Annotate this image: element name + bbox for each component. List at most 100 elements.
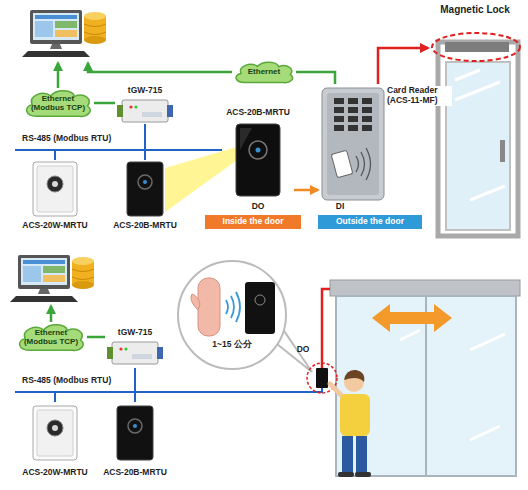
door-frame (438, 42, 518, 236)
do-wire (322, 289, 330, 368)
gateway-device (117, 100, 173, 122)
connector (378, 48, 428, 84)
sensor-ring (255, 295, 265, 305)
device-label: ACS-20B-MRTU (226, 108, 290, 118)
sensing-beam (165, 146, 240, 212)
person-shoe (355, 472, 371, 477)
magnetic-lock: Magnetic Lock (428, 4, 522, 64)
gateway-box: tGW-715 (105, 328, 165, 368)
sensor-plate (236, 124, 280, 196)
connector (145, 124, 222, 150)
network-label: Ethernet (248, 67, 280, 76)
key (362, 116, 372, 122)
zoom-bubble (178, 261, 286, 369)
device-label: Magnetic Lock (440, 4, 509, 16)
distance-note: 1~15 公分 (212, 340, 252, 350)
key (348, 98, 358, 104)
door-header (330, 280, 520, 296)
sensor-dot (256, 148, 261, 153)
person-hair (344, 370, 364, 382)
black-sensor (127, 162, 163, 216)
signal-name: DO (297, 345, 310, 355)
device-label: tGW-715 (118, 328, 152, 338)
cloud-shape (27, 91, 91, 117)
bus-label: RS-485 (Modbus RTU) (22, 134, 111, 144)
computer-icon (10, 255, 94, 302)
sensor-device: ACS-20B-MRTU (105, 160, 185, 231)
device-label: Card Reader (ACS-11-MF) (386, 86, 452, 106)
card-reader: Card Reader (ACS-11-MF) (318, 84, 452, 202)
slide-arrow (372, 304, 452, 332)
key (334, 116, 344, 122)
connector (294, 189, 318, 192)
key (334, 98, 344, 104)
network-cloud: Ethernet (Modbus TCP) (15, 322, 87, 352)
rs485-bus (15, 149, 55, 151)
key (348, 125, 358, 131)
rf-waves (356, 148, 371, 180)
ethernet-line (88, 63, 232, 72)
key (334, 107, 344, 113)
gateway-box: tGW-715 (115, 86, 175, 124)
person-shirt (340, 394, 370, 436)
reader-face (327, 93, 379, 195)
hand (198, 278, 220, 336)
person-shoe (338, 472, 354, 477)
door-glass (446, 62, 510, 230)
keypad (334, 98, 372, 131)
key (362, 125, 372, 131)
key (362, 98, 372, 104)
thumb (191, 294, 200, 310)
device-label: tGW-715 (128, 86, 162, 96)
connector (94, 102, 115, 105)
network-label: Ethernet (Modbus TCP) (22, 328, 80, 346)
sensor-device: ACS-20W-MRTU (15, 402, 95, 478)
gateway-device (107, 342, 163, 364)
connector (296, 72, 335, 84)
person-leg (342, 436, 353, 474)
sensor-device: ACS-20B-MRTU (95, 402, 175, 478)
card-icon (331, 150, 353, 177)
side-band: Inside the door (205, 215, 301, 229)
network-label: Ethernet (Modbus TCP) (29, 94, 87, 112)
door-handle (500, 140, 505, 162)
sensing-waves (226, 292, 240, 322)
sensor-plate (245, 282, 275, 334)
sensor-device: ACS-20W-MRTU (15, 160, 95, 231)
wall-sensor (316, 368, 328, 388)
ethernet-line (57, 63, 60, 88)
white-sensor (33, 406, 77, 460)
cloud-shape (20, 325, 84, 351)
signal-name: DI (336, 202, 345, 212)
device-label: ACS-20B-MRTU (113, 221, 177, 231)
side-band: Outside the door (318, 215, 422, 229)
white-sensor (33, 162, 77, 216)
bus-label: RS-485 (Modbus RTU) (22, 376, 111, 386)
key (348, 116, 358, 122)
network-cloud: Ethernet (232, 60, 296, 84)
device-label: ACS-20B-MRTU (103, 468, 167, 478)
gloss (240, 128, 252, 150)
sensor-ring (249, 141, 267, 159)
band-label: Outside the door (336, 217, 404, 227)
highlight-ring (432, 33, 520, 61)
cloud-shape (236, 62, 293, 83)
key (348, 107, 358, 113)
signal-name: DO (252, 202, 265, 212)
key (334, 125, 344, 131)
reader-body (322, 88, 384, 200)
person-leg (356, 436, 367, 474)
sensor-device: ACS-20B-MRTU (222, 108, 294, 200)
connector (87, 336, 105, 339)
band-label: Inside the door (223, 217, 284, 227)
glass-shine (455, 70, 505, 200)
connector (134, 368, 136, 402)
magnetic-lock (445, 42, 509, 52)
network-cloud: Ethernet (Modbus TCP) (22, 88, 94, 118)
computer-icon (22, 10, 106, 57)
glass-shine (400, 330, 505, 440)
device-label: ACS-20W-MRTU (22, 468, 87, 478)
